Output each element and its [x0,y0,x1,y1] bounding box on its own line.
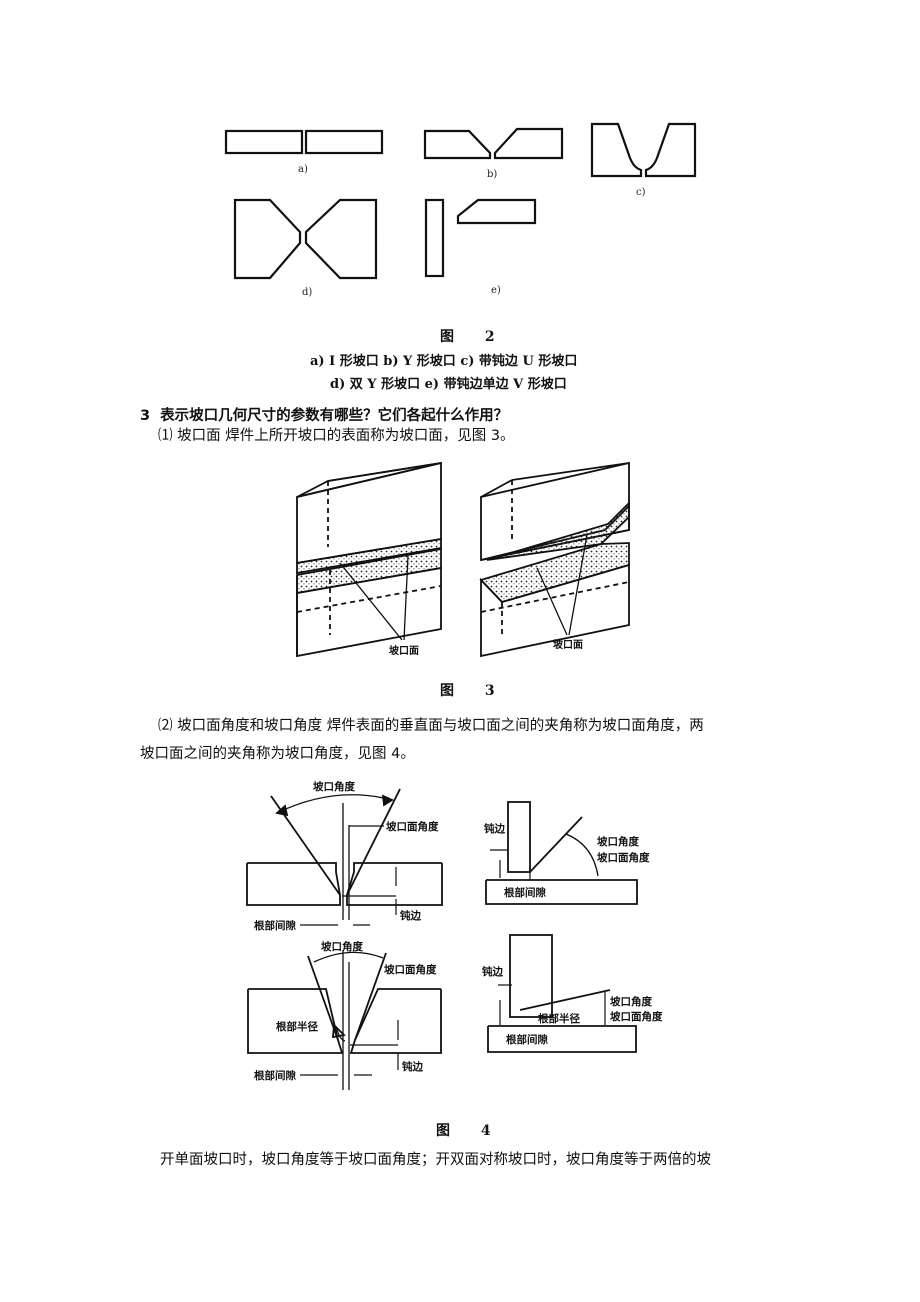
fig4-title-number: 4 [480,1123,491,1139]
fig3-right-bevel-face-upper [486,500,630,561]
fig2b-left-plate [423,129,492,160]
fig3-label-left: 坡口面 [389,644,419,657]
fig3-left-upper-top [296,462,442,498]
fig2e-bevel-plate [456,198,537,225]
fig4-tr-base-plate [485,879,638,905]
fig4-br-face-angle: 坡口面角度 [610,1010,663,1023]
fig2-caption-line1: a) I 形坡口 b) Y 形坡口 c) 带钝边 U 形坡口 [310,354,578,369]
fig4-tr-blunt: 钝边 [484,822,505,835]
fig3-right-lower-face [479,542,630,604]
fig2-sub-e: e) [491,285,501,296]
fig4-br-root-radius: 根部半径 [538,1012,580,1025]
para2-line1: ⑵ 坡口面角度和坡口角度 焊件表面的垂直面与坡口面之间的夹角称为坡口面角度，两 [140,712,790,740]
figure-4-drawing: 坡口角度 坡口面角度 根部间隙 钝边 钝边 坡口角度 坡口面角度 根部间隙 坡口… [246,780,663,1090]
fig4-br-base-plate [487,1025,637,1053]
fig2a-left-plate [224,129,304,155]
para2-marker: ⑵ [158,718,173,734]
section-3-title: 表示坡口几何尺寸的参数有哪些？它们各起什么作用？ [160,408,509,424]
fig2d-right-plate [304,198,378,280]
para1-text: 坡口面 焊件上所开坡口的表面称为坡口面，见图 3。 [177,428,515,444]
fig2-sub-b: b) [487,169,497,180]
fig3-left-upper-face [296,537,442,575]
fig3-title-number: 3 [484,683,495,699]
fig2-sub-d: d) [302,287,312,298]
fig4-tr-vertical-plate [507,801,531,873]
fig4-bl-face-angle: 坡口面角度 [384,963,437,976]
fig4-br-vertical-plate [509,934,553,1018]
fig4-tl-right-plate [346,862,443,906]
fig2c-left-plate [590,122,643,178]
section-3-heading: 3 表示坡口几何尺寸的参数有哪些？它们各起什么作用？ [140,404,508,425]
para2: ⑵ 坡口面角度和坡口角度 焊件表面的垂直面与坡口面之间的夹角称为坡口面角度，两 … [140,712,790,768]
figure-2-drawing: a) b) c) d) e) [224,122,697,298]
fig2b-right-plate [493,127,564,160]
closing-line1: 开单面坡口时，坡口角度等于坡口面角度；开双面对称坡口时，坡口角度等于两倍的坡 [160,1152,711,1168]
fig4-title-prefix: 图 [436,1123,450,1139]
fig4-br-groove-angle: 坡口角度 [610,995,652,1008]
fig2e-vertical-plate [424,198,445,278]
fig4-tr-root-gap: 根部间隙 [504,886,546,899]
figure-3-drawing: 坡口面 坡口面 [296,461,630,658]
fig4-tr-face-angle: 坡口面角度 [597,851,650,864]
para1-marker: ⑴ [158,428,173,444]
fig4-bl-root-gap: 根部间隙 [254,1069,296,1082]
para2-line2: 坡口面之间的夹角称为坡口角度，见图 4。 [140,746,415,762]
fig4-tl-root-gap: 根部间隙 [254,919,296,932]
fig4-tl-groove-angle: 坡口角度 [313,780,355,793]
section-3-para1: ⑴ 坡口面 焊件上所开坡口的表面称为坡口面，见图 3。 [158,422,515,450]
fig3-right-lower-front [480,563,630,658]
fig4-tl-left-plate [246,862,341,906]
fig3-label-right: 坡口面 [553,638,583,651]
fig4-br-blunt: 钝边 [482,965,503,978]
fig2c-right-plate [644,122,697,178]
fig2-title-number: 2 [484,329,495,345]
fig4-tr-groove-angle: 坡口角度 [597,835,639,848]
fig3-title: 图 3 [440,680,495,700]
fig4-bl-right-plate [349,988,442,1054]
fig2a-right-plate [304,129,384,155]
fig2-title-prefix: 图 [440,329,454,345]
section-3-number: 3 [140,408,151,424]
fig2-sub-c: c) [636,187,646,198]
fig4-bl-groove-angle: 坡口角度 [321,940,363,953]
fig4-bl-blunt: 钝边 [402,1060,423,1073]
fig4-bl-left-plate [247,988,344,1054]
fig2-title: 图 2 [440,326,495,346]
fig4-tl-face-angle: 坡口面角度 [386,820,439,833]
para2-line1-text: 坡口面角度和坡口角度 焊件表面的垂直面与坡口面之间的夹角称为坡口面角度，两 [177,718,704,734]
fig4-br-root-gap: 根部间隙 [506,1033,548,1046]
fig4-title: 图 4 [436,1120,491,1140]
fig2-sub-a: a) [298,164,308,175]
fig3-title-prefix: 图 [440,683,454,699]
fig2-caption-line2: d) 双 Y 形坡口 e) 带钝边单边 V 形坡口 [330,377,567,392]
fig4-tl-blunt: 钝边 [400,909,421,922]
fig2d-left-plate [233,198,302,280]
fig4-bl-root-radius: 根部半径 [276,1020,318,1033]
